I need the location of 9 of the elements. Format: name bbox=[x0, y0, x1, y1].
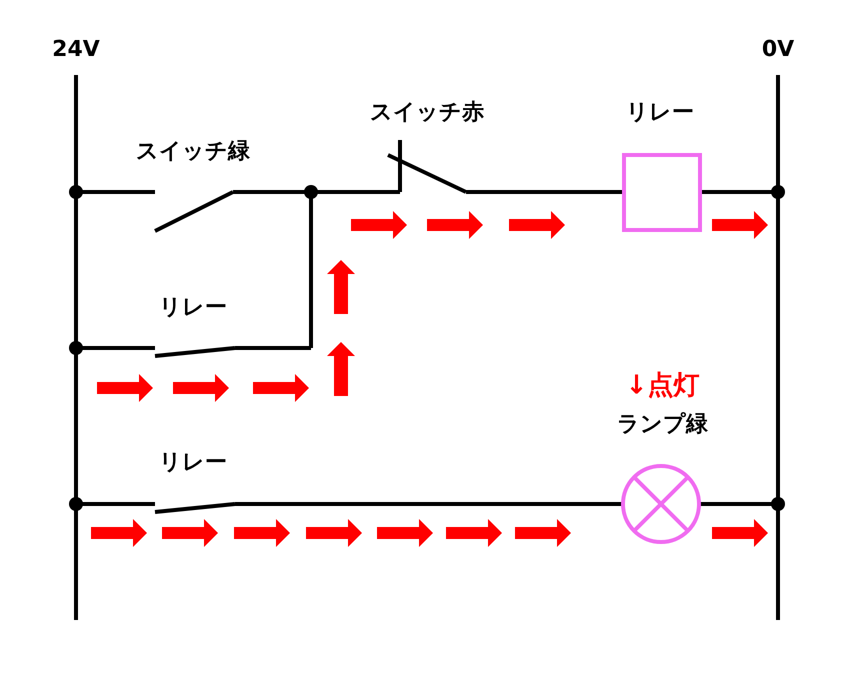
component-label: ランプ緑 bbox=[617, 412, 708, 438]
rail-label: 24V bbox=[52, 38, 100, 62]
component-label: リレー bbox=[626, 100, 694, 126]
status-label: ↓点灯 bbox=[626, 372, 700, 400]
component-label: スイッチ赤 bbox=[370, 100, 484, 126]
component-label: リレー bbox=[159, 296, 227, 320]
component-label: スイッチ緑 bbox=[136, 140, 250, 164]
component-label: リレー bbox=[159, 450, 227, 476]
rail-label: 0V bbox=[762, 38, 794, 62]
